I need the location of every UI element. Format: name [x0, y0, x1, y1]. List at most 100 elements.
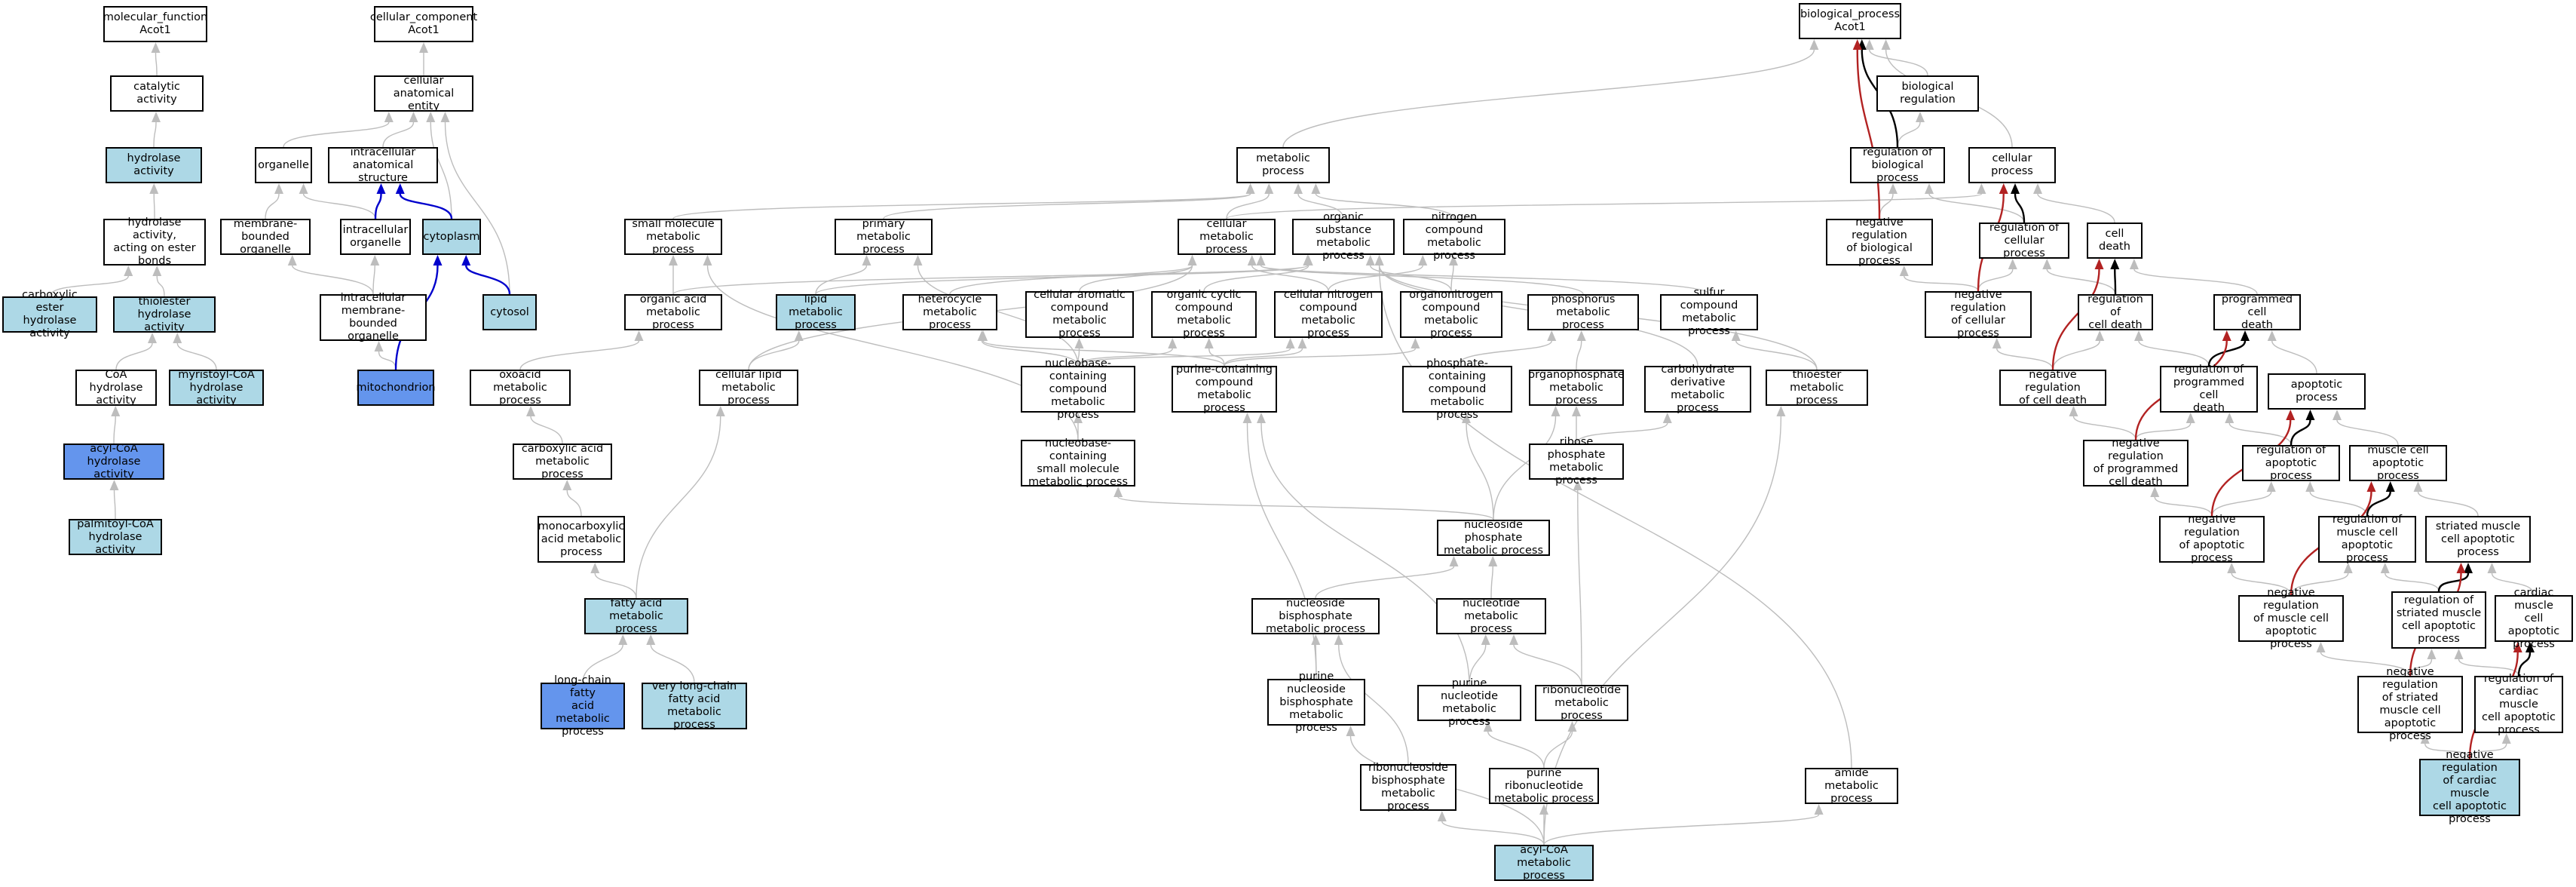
go-term-purine-cc[interactable]: purine-containing compound metabolic pro…	[1172, 364, 1277, 414]
go-term-purine-nucleoside-bis[interactable]: purine nucleoside bisphosphate metabolic…	[1267, 671, 1365, 734]
edge-arrowhead	[1776, 406, 1786, 416]
go-term-nucleobase-small[interactable]: nucleobase-containing small molecule met…	[1021, 437, 1135, 488]
go-term-mbo[interactable]: membrane-bounded organelle	[220, 218, 311, 256]
edge-is-a	[2046, 269, 2116, 295]
go-term-myristoyl[interactable]: myristoyl-CoA hydrolase activity	[169, 369, 264, 407]
go-term-reg-striated-apop[interactable]: regulation of striated muscle cell apopt…	[2391, 591, 2486, 649]
go-term-oxoacid[interactable]: oxoacid metabolic process	[470, 369, 571, 407]
go-term-thioester-mp[interactable]: thioester metabolic process	[1766, 369, 1868, 407]
go-term-nucleobase-cc[interactable]: nucleobase-containing compound metabolic…	[1021, 358, 1135, 421]
go-term-sulfur[interactable]: sulfur compound metabolic process	[1660, 287, 1758, 337]
go-term-cell-nitrogen[interactable]: cellular nitrogen compound metabolic pro…	[1274, 289, 1383, 339]
go-term-hydrolase-ester[interactable]: hydrolase activity, acting on ester bond…	[103, 216, 206, 267]
go-term-lipid[interactable]: lipid metabolic process	[776, 293, 856, 331]
go-term-thioester-hyd[interactable]: thiolester hydrolase activity	[113, 296, 216, 333]
go-term-org-subst[interactable]: organic substance metabolic process	[1292, 211, 1395, 262]
edge-is-a	[1543, 814, 1820, 846]
go-term-reg-pcd[interactable]: regulation of programmed cell death	[2160, 364, 2258, 414]
go-term-neg-reg-cardiac-apop[interactable]: negative regulation of cardiac muscle ce…	[2419, 749, 2520, 825]
go-term-ribonucleotide[interactable]: ribonucleotide metabolic process	[1535, 684, 1628, 722]
go-term-organophosphate[interactable]: organophosphate metabolic process	[1528, 368, 1625, 407]
go-term-neg-reg-cell-proc[interactable]: negative regulation of cellular process	[1925, 289, 2032, 339]
go-term-acylcoa-hyd[interactable]: acyl-CoA hydrolase activity	[63, 443, 164, 480]
go-term-purine-nucleotide[interactable]: purine nucleotide metabolic process	[1417, 677, 1521, 728]
go-term-cellular-metab[interactable]: cellular metabolic process	[1178, 218, 1276, 256]
edge-arrowhead	[669, 255, 678, 265]
go-term-purine-ribonuc[interactable]: purine ribonucleotide metabolic process	[1489, 767, 1599, 805]
go-term-very-long[interactable]: very long-chain fatty acid metabolic pro…	[642, 680, 747, 731]
go-term-monocarboxylic[interactable]: monocarboxylic acid metabolic process	[538, 516, 625, 563]
go-term-striated-apop[interactable]: striated muscle cell apoptotic process	[2425, 516, 2531, 563]
go-term-cc[interactable]: cellular_component Acot1	[370, 6, 477, 42]
go-term-reg-apop[interactable]: regulation of apoptotic process	[2242, 444, 2340, 482]
go-term-nucleoside-phos[interactable]: nucleoside phosphate metabolic process	[1437, 519, 1550, 557]
go-term-apoptotic[interactable]: apoptotic process	[2268, 373, 2366, 410]
go-term-organic-acid[interactable]: organic acid metabolic process	[624, 293, 722, 331]
go-term-amide[interactable]: amide metabolic process	[1805, 767, 1898, 805]
edge-is-a	[1513, 644, 1582, 686]
go-term-carb-deriv[interactable]: carbohydrate derivative metabolic proces…	[1644, 364, 1751, 414]
go-term-cytoplasm[interactable]: cytoplasm	[422, 219, 481, 255]
edge-is-a	[1543, 731, 1573, 769]
go-term-reg-cardiac-apop[interactable]: regulation of cardiac muscle cell apopto…	[2474, 673, 2563, 736]
go-term-palmitoyl[interactable]: palmitoyl-CoA hydrolase activity	[69, 518, 162, 556]
go-term-coa-hyd[interactable]: CoA hydrolase activity	[75, 369, 157, 407]
go-term-small-mol[interactable]: small molecule metabolic process	[624, 218, 722, 256]
go-term-reg-cell-death[interactable]: regulation of cell death	[2078, 293, 2153, 331]
edge-arrowhead	[287, 255, 297, 265]
edge-arrowhead	[2185, 413, 2195, 423]
go-term-pcd[interactable]: programmed cell death	[2213, 293, 2301, 331]
go-term-cell-aromatic[interactable]: cellular aromatic compound metabolic pro…	[1025, 289, 1134, 339]
go-term-mito[interactable]: mitochondrion	[356, 370, 436, 406]
edge-is-a	[1246, 422, 1317, 680]
go-term-nucleoside-bis[interactable]: nucleoside bisphosphate metabolic proces…	[1251, 597, 1380, 635]
go-term-hydrolase[interactable]: hydrolase activity	[106, 147, 202, 183]
go-term-fatty-acid[interactable]: fatty acid metabolic process	[584, 597, 688, 635]
go-term-organonitrogen[interactable]: organonitrogen compound metabolic proces…	[1400, 289, 1502, 339]
go-term-carbox-ester[interactable]: carboxylic ester hydrolase activity	[2, 289, 97, 339]
go-term-cae[interactable]: cellular anatomical entity	[374, 75, 473, 112]
go-term-phosphorus[interactable]: phosphorus metabolic process	[1527, 293, 1639, 331]
go-term-neg-reg-muscle-apop[interactable]: negative regulation of muscle cell apopt…	[2238, 587, 2344, 650]
go-term-muscle-apop[interactable]: muscle cell apoptotic process	[2349, 444, 2447, 482]
go-term-neg-reg-striated-apop[interactable]: negative regulation of striated muscle c…	[2357, 666, 2463, 742]
go-term-reg-muscle-apop[interactable]: regulation of muscle cell apoptotic proc…	[2318, 514, 2416, 564]
go-term-org-cyclic[interactable]: organic cyclic compound metabolic proces…	[1151, 289, 1257, 339]
go-term-reg-bio[interactable]: regulation of biological process	[1850, 146, 1945, 184]
edge-arrowhead	[1572, 406, 1581, 416]
go-term-long-chain[interactable]: long-chain fatty acid metabolic process	[541, 674, 625, 738]
go-term-cell-lipid[interactable]: cellular lipid metabolic process	[699, 369, 798, 407]
go-term-phosphate-cc[interactable]: phosphate-containing compound metabolic …	[1402, 358, 1512, 421]
go-term-nitrogen[interactable]: nitrogen compound metabolic process	[1403, 211, 1505, 262]
go-term-neg-reg-pcd[interactable]: negative regulation of programmed cell d…	[2083, 437, 2189, 488]
edge-arrowhead	[384, 112, 394, 122]
go-term-imbo[interactable]: intracellular membrane-bounded organelle	[320, 292, 427, 342]
go-term-cardiac-apop[interactable]: cardiac muscle cell apoptotic process	[2495, 587, 2573, 650]
go-term-mf[interactable]: molecular_function Acot1	[103, 6, 207, 42]
go-term-metabolic[interactable]: metabolic process	[1236, 147, 1330, 183]
edge-arrowhead	[1285, 338, 1295, 348]
go-term-neg-reg-cell-death[interactable]: negative regulation of cell death	[1999, 369, 2106, 407]
go-term-cellular-proc[interactable]: cellular process	[1968, 147, 2056, 183]
edge-is-a	[1315, 566, 1455, 599]
go-term-primary[interactable]: primary metabolic process	[835, 218, 933, 256]
go-term-ribose-phos[interactable]: ribose phosphate metabolic process	[1529, 436, 1624, 486]
go-term-io[interactable]: intracellular organelle	[340, 219, 411, 255]
edge-regulates	[2437, 572, 2470, 592]
go-term-catalytic[interactable]: catalytic activity	[110, 75, 204, 112]
go-term-bio-reg[interactable]: biological regulation	[1876, 75, 1979, 112]
go-term-ribonucleoside-bis[interactable]: ribonucleoside bisphosphate metabolic pr…	[1360, 762, 1456, 812]
go-term-cell-death[interactable]: cell death	[2087, 223, 2143, 259]
go-term-acylcoa-mp[interactable]: acyl-CoA metabolic process	[1494, 844, 1594, 882]
go-term-carboxylic-acid[interactable]: carboxylic acid metabolic process	[513, 443, 612, 480]
go-term-neg-reg-apop[interactable]: negative regulation of apoptotic process	[2159, 514, 2265, 564]
go-term-reg-cell-proc[interactable]: regulation of cellular process	[1979, 222, 2069, 259]
edge-is-a	[883, 193, 1251, 219]
go-term-heterocycle[interactable]: heterocycle metabolic process	[902, 293, 997, 331]
go-term-organelle[interactable]: organelle	[255, 147, 312, 183]
go-term-ias[interactable]: intracellular anatomical structure	[328, 146, 438, 184]
go-term-bp[interactable]: biological_process Acot1	[1799, 3, 1901, 39]
go-term-neg-reg-bio[interactable]: negative regulation of biological proces…	[1826, 216, 1933, 267]
go-term-cytosol[interactable]: cytosol	[482, 294, 537, 330]
go-term-nucleotide[interactable]: nucleotide metabolic process	[1436, 597, 1546, 635]
